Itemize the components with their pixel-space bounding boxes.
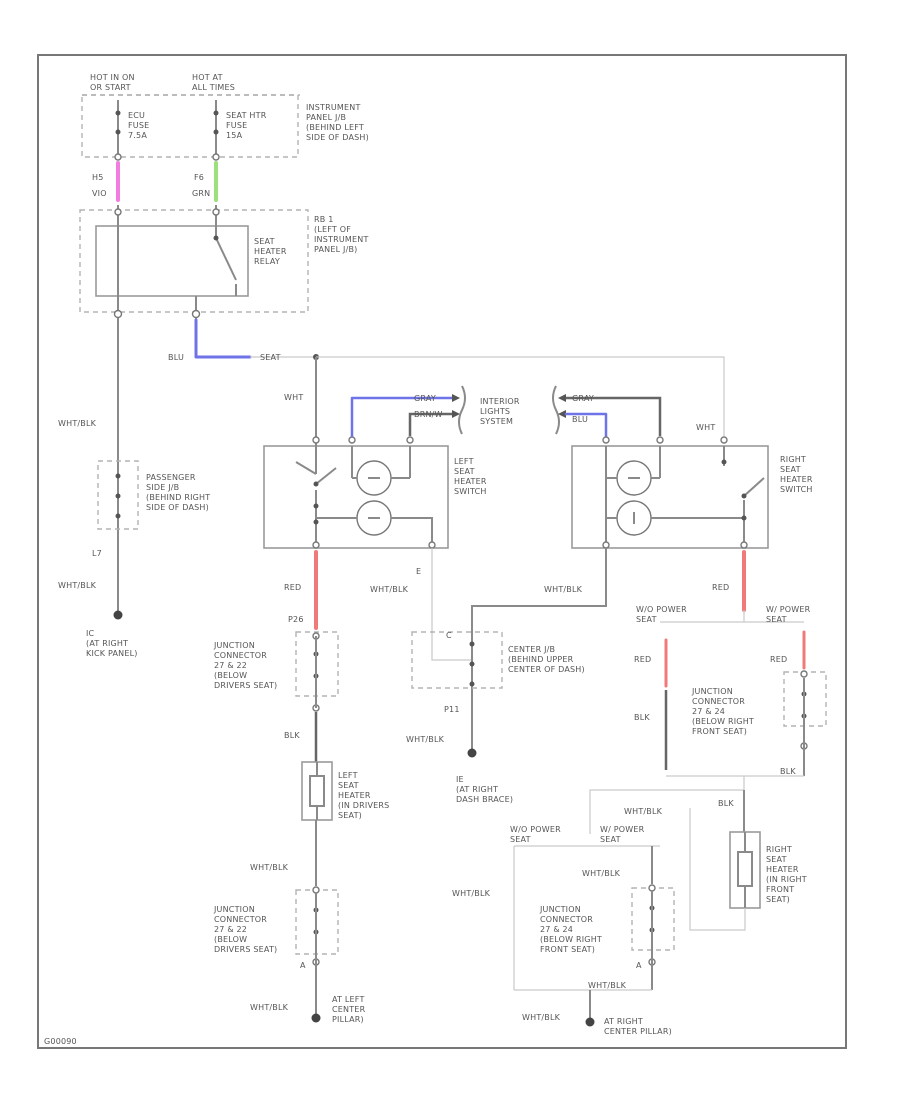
wire-wht-blk-right-switch: [471, 548, 607, 752]
label-wire-wht-blk-l2: WHT/BLK: [58, 581, 97, 590]
wire-wht-blk-left-switch: [431, 548, 472, 661]
junction-connector-right-bottom: [631, 884, 675, 990]
ground-right-pillar: [585, 1017, 595, 1027]
label-pin-l7: L7: [92, 549, 102, 558]
label-wire-wht-blk-mid: WHT/BLK: [370, 585, 409, 594]
junction-connector-left-bottom: [295, 886, 339, 1014]
label-wire-red-r2: RED: [634, 655, 651, 664]
label-pin-a-l: A: [300, 961, 306, 970]
label-wire-wht-blk-c: WHT/BLK: [406, 735, 445, 744]
label-pin-c: C: [446, 631, 452, 640]
right-seat-heater: [729, 831, 761, 909]
label-wire-wht-blk-rb2: WHT/BLK: [582, 869, 621, 878]
label-pin-e: E: [416, 567, 421, 576]
label-wire-grn: GRN: [192, 189, 210, 198]
label-wire-wht-right: WHT: [696, 423, 715, 432]
left-seat-heater: [301, 761, 333, 821]
ground-left-pillar: [311, 1013, 321, 1023]
label-pin-f6: F6: [194, 173, 204, 182]
label-wire-wht-blk-rb: WHT/BLK: [624, 807, 663, 816]
label-wire-wht-blk-r2: WHT/BLK: [544, 585, 583, 594]
wire-blu-relay: [194, 318, 252, 359]
fuse-block: [81, 94, 300, 161]
label-pin-p26: P26: [288, 615, 304, 624]
wire-bnw-left: [408, 412, 452, 436]
diagram-frame: [37, 54, 847, 1049]
label-wire-wht-blk-rg2: WHT/BLK: [522, 1013, 561, 1022]
label-wire-red-r3: RED: [770, 655, 787, 664]
label-pin-a-r: A: [636, 961, 642, 970]
right-seat-heater-switch: [571, 436, 769, 549]
label-wire-red-r: RED: [712, 583, 729, 592]
wire-gray-right: [566, 396, 662, 436]
label-wire-wht-blk-left: WHT/BLK: [58, 419, 97, 428]
label-pin-p11: P11: [444, 705, 460, 714]
label-wire-bnw-l: BRN/W: [414, 410, 443, 419]
label-wire-blk-l: BLK: [284, 731, 300, 740]
label-pin-h5: H5: [92, 173, 104, 182]
junction-connector-right-top: [783, 670, 827, 776]
label-figure-code: G00090: [44, 1037, 77, 1046]
label-wire-blu-r: BLU: [572, 415, 588, 424]
wire-gray-left: [350, 396, 454, 438]
label-wire-wht-blk-lg: WHT/BLK: [250, 1003, 289, 1012]
ground-ie: [467, 748, 477, 758]
center-jb: [411, 631, 503, 689]
label-wire-wht-blk-lb: WHT/BLK: [250, 863, 289, 872]
label-wire-vio: VIO: [92, 189, 107, 198]
label-wire-blk-rb: BLK: [718, 799, 734, 808]
label-wire-gray-l: GRAY: [414, 394, 436, 403]
label-wire-wht-top: WHT: [284, 393, 303, 402]
label-wire-blk-r1: BLK: [634, 713, 650, 722]
label-wire-wht-blk-rb3: WHT/BLK: [452, 889, 491, 898]
label-splice-seat: SEAT: [260, 353, 281, 362]
ground-ic: [113, 610, 123, 620]
left-seat-heater-switch: [263, 436, 449, 549]
label-wire-red-l: RED: [284, 583, 301, 592]
label-wire-gray-r: GRAY: [572, 394, 594, 403]
label-wire-blk-r2: BLK: [780, 767, 796, 776]
label-wire-wht-blk-rg: WHT/BLK: [588, 981, 627, 990]
seat-heater-relay: [79, 205, 309, 320]
passenger-side-jb: [97, 460, 139, 530]
label-wire-blu: BLU: [168, 353, 184, 362]
junction-connector-left-top: [295, 631, 339, 712]
wire-blu-right: [564, 412, 608, 438]
